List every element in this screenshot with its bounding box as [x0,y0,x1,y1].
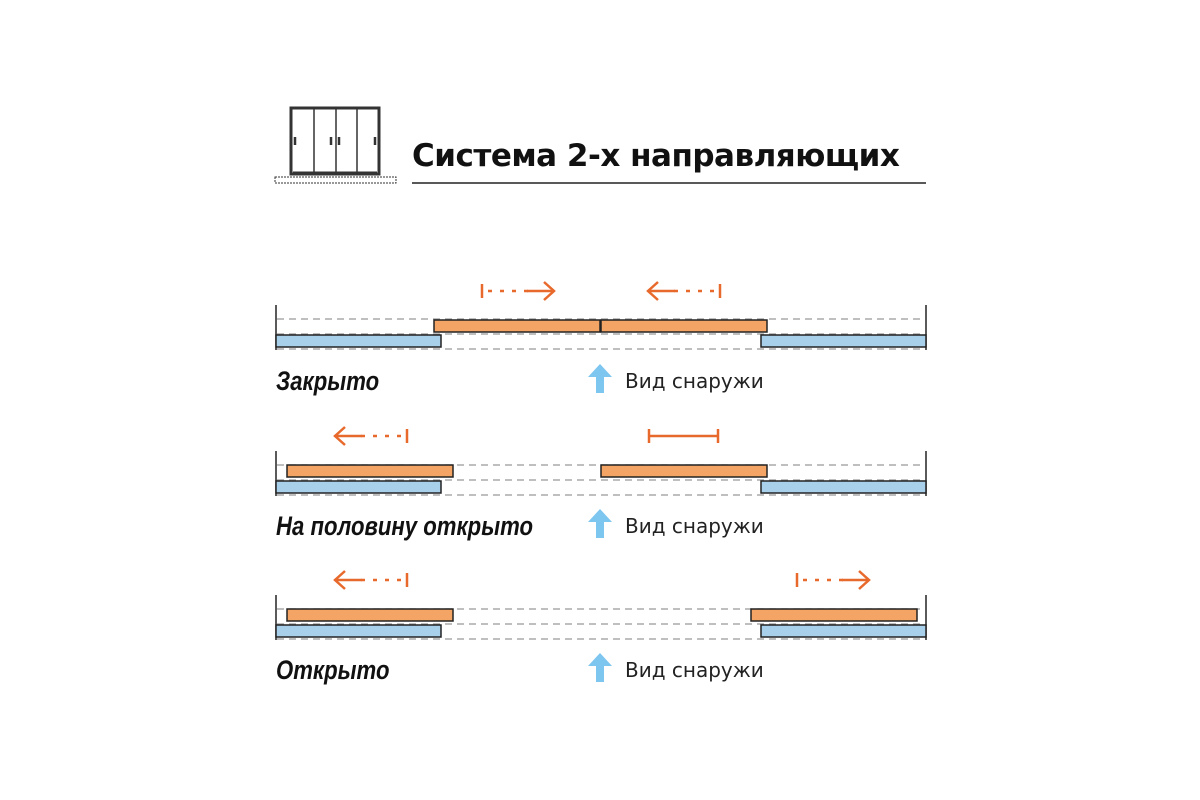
front-door-right [600,319,768,333]
arrow-right-icon [480,280,556,302]
view-label: Вид снаружи [625,514,764,538]
fixed-marker-icon [647,429,720,443]
arrow-left-icon [333,425,409,447]
arrow-left-icon [646,280,722,302]
view-label: Вид снаружи [625,369,764,393]
back-door-left [275,334,442,348]
wardrobe-icon [274,106,397,184]
state-closed-diagram [275,280,927,351]
state-label-open: Открыто [276,655,390,685]
view-arrow-up-icon [588,653,612,682]
state-open-diagram [275,569,927,641]
state-label-half-open: На половину открыто [276,511,534,541]
front-door-left [433,319,601,333]
view-label: Вид снаружи [625,658,764,682]
view-arrow-up-icon [588,509,612,538]
arrow-right-icon [795,569,871,591]
view-arrow-up-icon [588,364,612,393]
state-half-open-diagram [275,425,927,497]
state-label-closed: Закрыто [276,366,380,396]
page-title: Система 2-х направляющих [412,138,900,174]
arrow-left-icon [333,569,409,591]
back-door-right [760,334,927,348]
